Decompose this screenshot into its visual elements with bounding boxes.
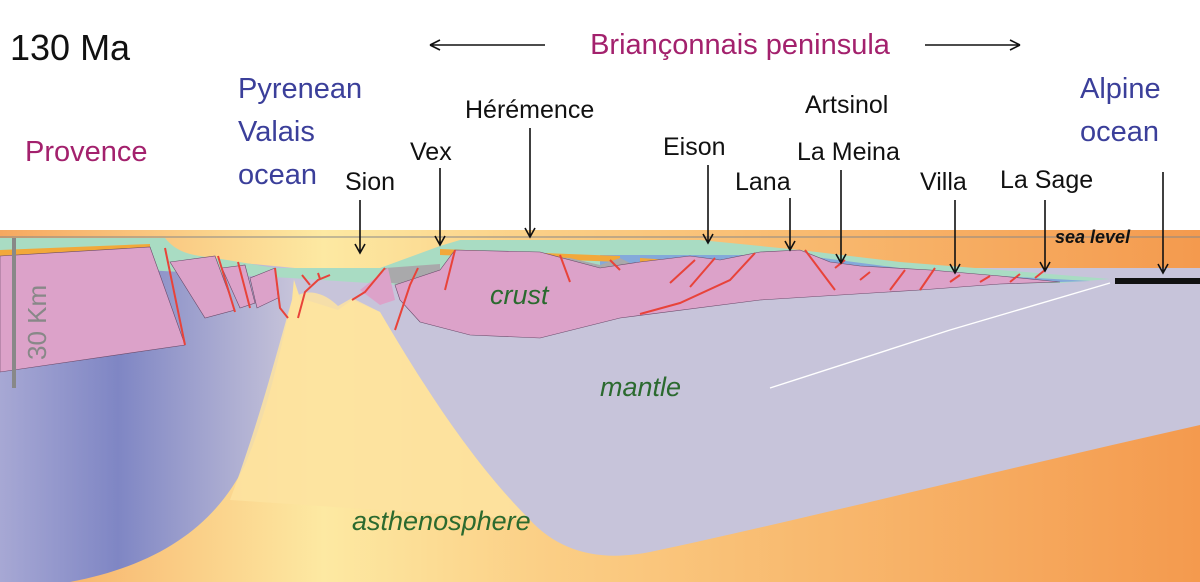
- sediment-orange: [0, 244, 760, 270]
- scale-label: 30 Km: [22, 285, 52, 360]
- sea-level-label: sea level: [1055, 227, 1131, 247]
- crust-center: [360, 268, 395, 305]
- faults: [164, 247, 1046, 346]
- valais-ocean-line1: Pyrenean: [238, 73, 362, 105]
- locality-arrows: [354, 128, 1169, 275]
- locality-vex: Vex: [410, 138, 452, 166]
- oceanic-crust: [1115, 278, 1200, 284]
- mantle-label: mantle: [600, 372, 681, 402]
- asthenosphere-label: asthenosphere: [352, 506, 531, 536]
- age-title: 130 Ma: [10, 27, 131, 68]
- crust-right: [394, 249, 1061, 339]
- crust-label: crust: [490, 280, 550, 310]
- locality-la-meina: La Meina: [797, 138, 900, 166]
- valais-ocean-line3: ocean: [238, 159, 317, 191]
- asthenosphere-plume: [230, 292, 530, 520]
- valais-ocean-line2: Valais: [238, 116, 315, 148]
- locality-villa: Villa: [920, 168, 967, 196]
- alpine-ocean-line2: ocean: [1080, 116, 1159, 148]
- moho-line: [769, 282, 1111, 389]
- peninsula-arrows: [429, 39, 1021, 51]
- mantle-right: [290, 268, 1200, 556]
- alpine-ocean-line1: Alpine: [1080, 73, 1161, 105]
- locality-heremence: Hérémence: [465, 96, 594, 124]
- locality-artsinol: Artsinol: [805, 91, 888, 119]
- provence-label: Provence: [25, 136, 148, 168]
- locality-sion: Sion: [345, 168, 395, 196]
- locality-la-sage: La Sage: [1000, 166, 1093, 194]
- locality-eison: Eison: [663, 133, 726, 161]
- briançonnais-label: Briançonnais peninsula: [590, 29, 891, 61]
- locality-lana: Lana: [735, 168, 791, 196]
